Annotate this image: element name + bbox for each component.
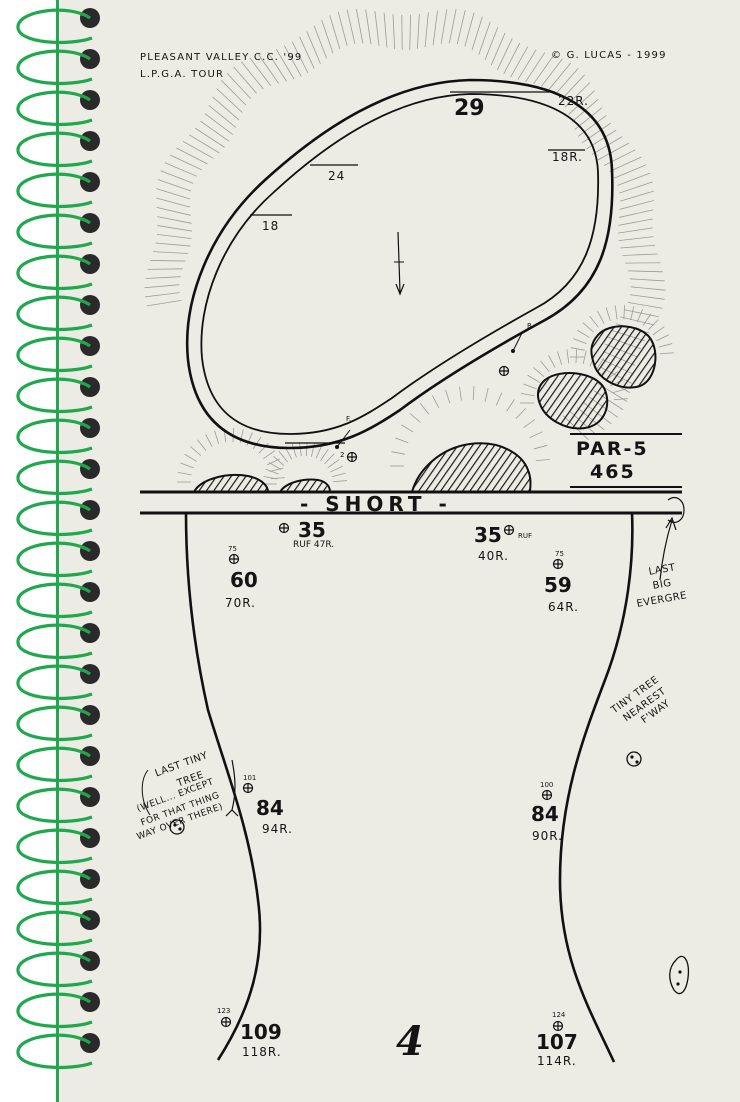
spiral-ring (16, 1033, 93, 1070)
yardage-left-109-sub: 118R. (242, 1045, 282, 1059)
yardage-right-59-top: 75 (555, 550, 564, 558)
spiral-ring (16, 131, 93, 168)
spiral-ring (16, 459, 93, 496)
green-right-marker: R. (527, 322, 534, 330)
tour-name: L.P.G.A. TOUR (140, 69, 225, 80)
spiral-ring (16, 295, 93, 332)
spiral-ring (16, 746, 93, 783)
spiral-ring (16, 787, 93, 824)
green-front-marker: F. (346, 415, 352, 423)
fairway-edge-right (558, 512, 634, 1063)
yardage-left-35: 35 (298, 518, 326, 542)
yardage-right-35-ruf: RUF (518, 532, 533, 540)
green-front-distance: 2 (340, 451, 345, 459)
par-rule-top (570, 433, 682, 435)
green-back-right: 22R. (558, 94, 589, 108)
yardage-right-107-sub: 114R. (537, 1054, 577, 1068)
spiral-ring (16, 49, 93, 86)
spiral-ring (16, 90, 93, 127)
green-depth: 29 (454, 96, 485, 121)
yardage-right-35: 35 (474, 523, 502, 547)
bunker-front-left (192, 474, 270, 493)
yardage-left-60-sub: 70R. (225, 596, 256, 610)
spiral-binding (16, 8, 100, 1070)
yardage-left-60-top: 75 (228, 545, 237, 553)
spiral-ring (16, 8, 93, 45)
spiral-ring (16, 336, 93, 373)
yardage-right-84: 84 (531, 802, 559, 826)
yardage-right-59: 59 (544, 573, 572, 597)
spiral-ring (16, 705, 93, 742)
yardage-right-84-top: 100 (540, 781, 554, 789)
spiral-ring (16, 910, 93, 947)
yardage-right-84-sub: 90R. (532, 829, 563, 843)
yardage-left-109: 109 (240, 1020, 282, 1044)
yardage-left-60: 60 (230, 568, 258, 592)
spiral-ring (16, 500, 93, 537)
spiral-ring (16, 623, 93, 660)
spiral-ring (16, 828, 93, 865)
spiral-ring (16, 213, 93, 250)
bunker-front-mid (278, 478, 332, 493)
yardage-left-35-sub: RUF 47R. (293, 540, 335, 550)
spiral-ring (16, 869, 93, 906)
spiral-ring (16, 377, 93, 414)
par-rule-bottom (570, 486, 682, 488)
yardage-left-84: 84 (256, 796, 284, 820)
green-left-mid: 24 (328, 169, 346, 183)
spiral-ring (16, 992, 93, 1029)
green-left-front: 18 (262, 219, 280, 233)
yardage-left-84-sub: 94R. (262, 822, 293, 836)
bunker-right-top (590, 325, 657, 389)
yardage-left-109-top: 123 (217, 1007, 231, 1015)
spiral-ring (16, 172, 93, 209)
yardage-right-35-sub: 40R. (478, 549, 509, 563)
spiral-ring (16, 254, 93, 291)
par-label: PAR-5 (576, 438, 649, 460)
yardage-right-107-top: 124 (552, 1011, 566, 1019)
spiral-ring (16, 418, 93, 455)
course-name: PLEASANT VALLEY C.C. '99 (140, 52, 303, 63)
green-outline-outer (185, 78, 614, 450)
short-label: - SHORT - (300, 492, 452, 516)
yardage-right-107: 107 (536, 1030, 578, 1054)
spiral-ring (16, 582, 93, 619)
spiral-ring (16, 951, 93, 988)
hole-yardage: 465 (590, 461, 636, 483)
yardage-right-59-sub: 64R. (548, 600, 579, 614)
spiral-ring (16, 541, 93, 578)
green-right: 18R. (552, 150, 583, 164)
copyright: © G. LUCAS - 1999 (551, 50, 667, 61)
bunker-front-right (410, 442, 532, 493)
yardage-left-84-top: 101 (243, 774, 257, 782)
bunker-right-bottom (536, 372, 609, 430)
spiral-ring (16, 664, 93, 701)
green-outline-inner (200, 93, 600, 435)
hole-number: 4 (396, 1018, 424, 1065)
